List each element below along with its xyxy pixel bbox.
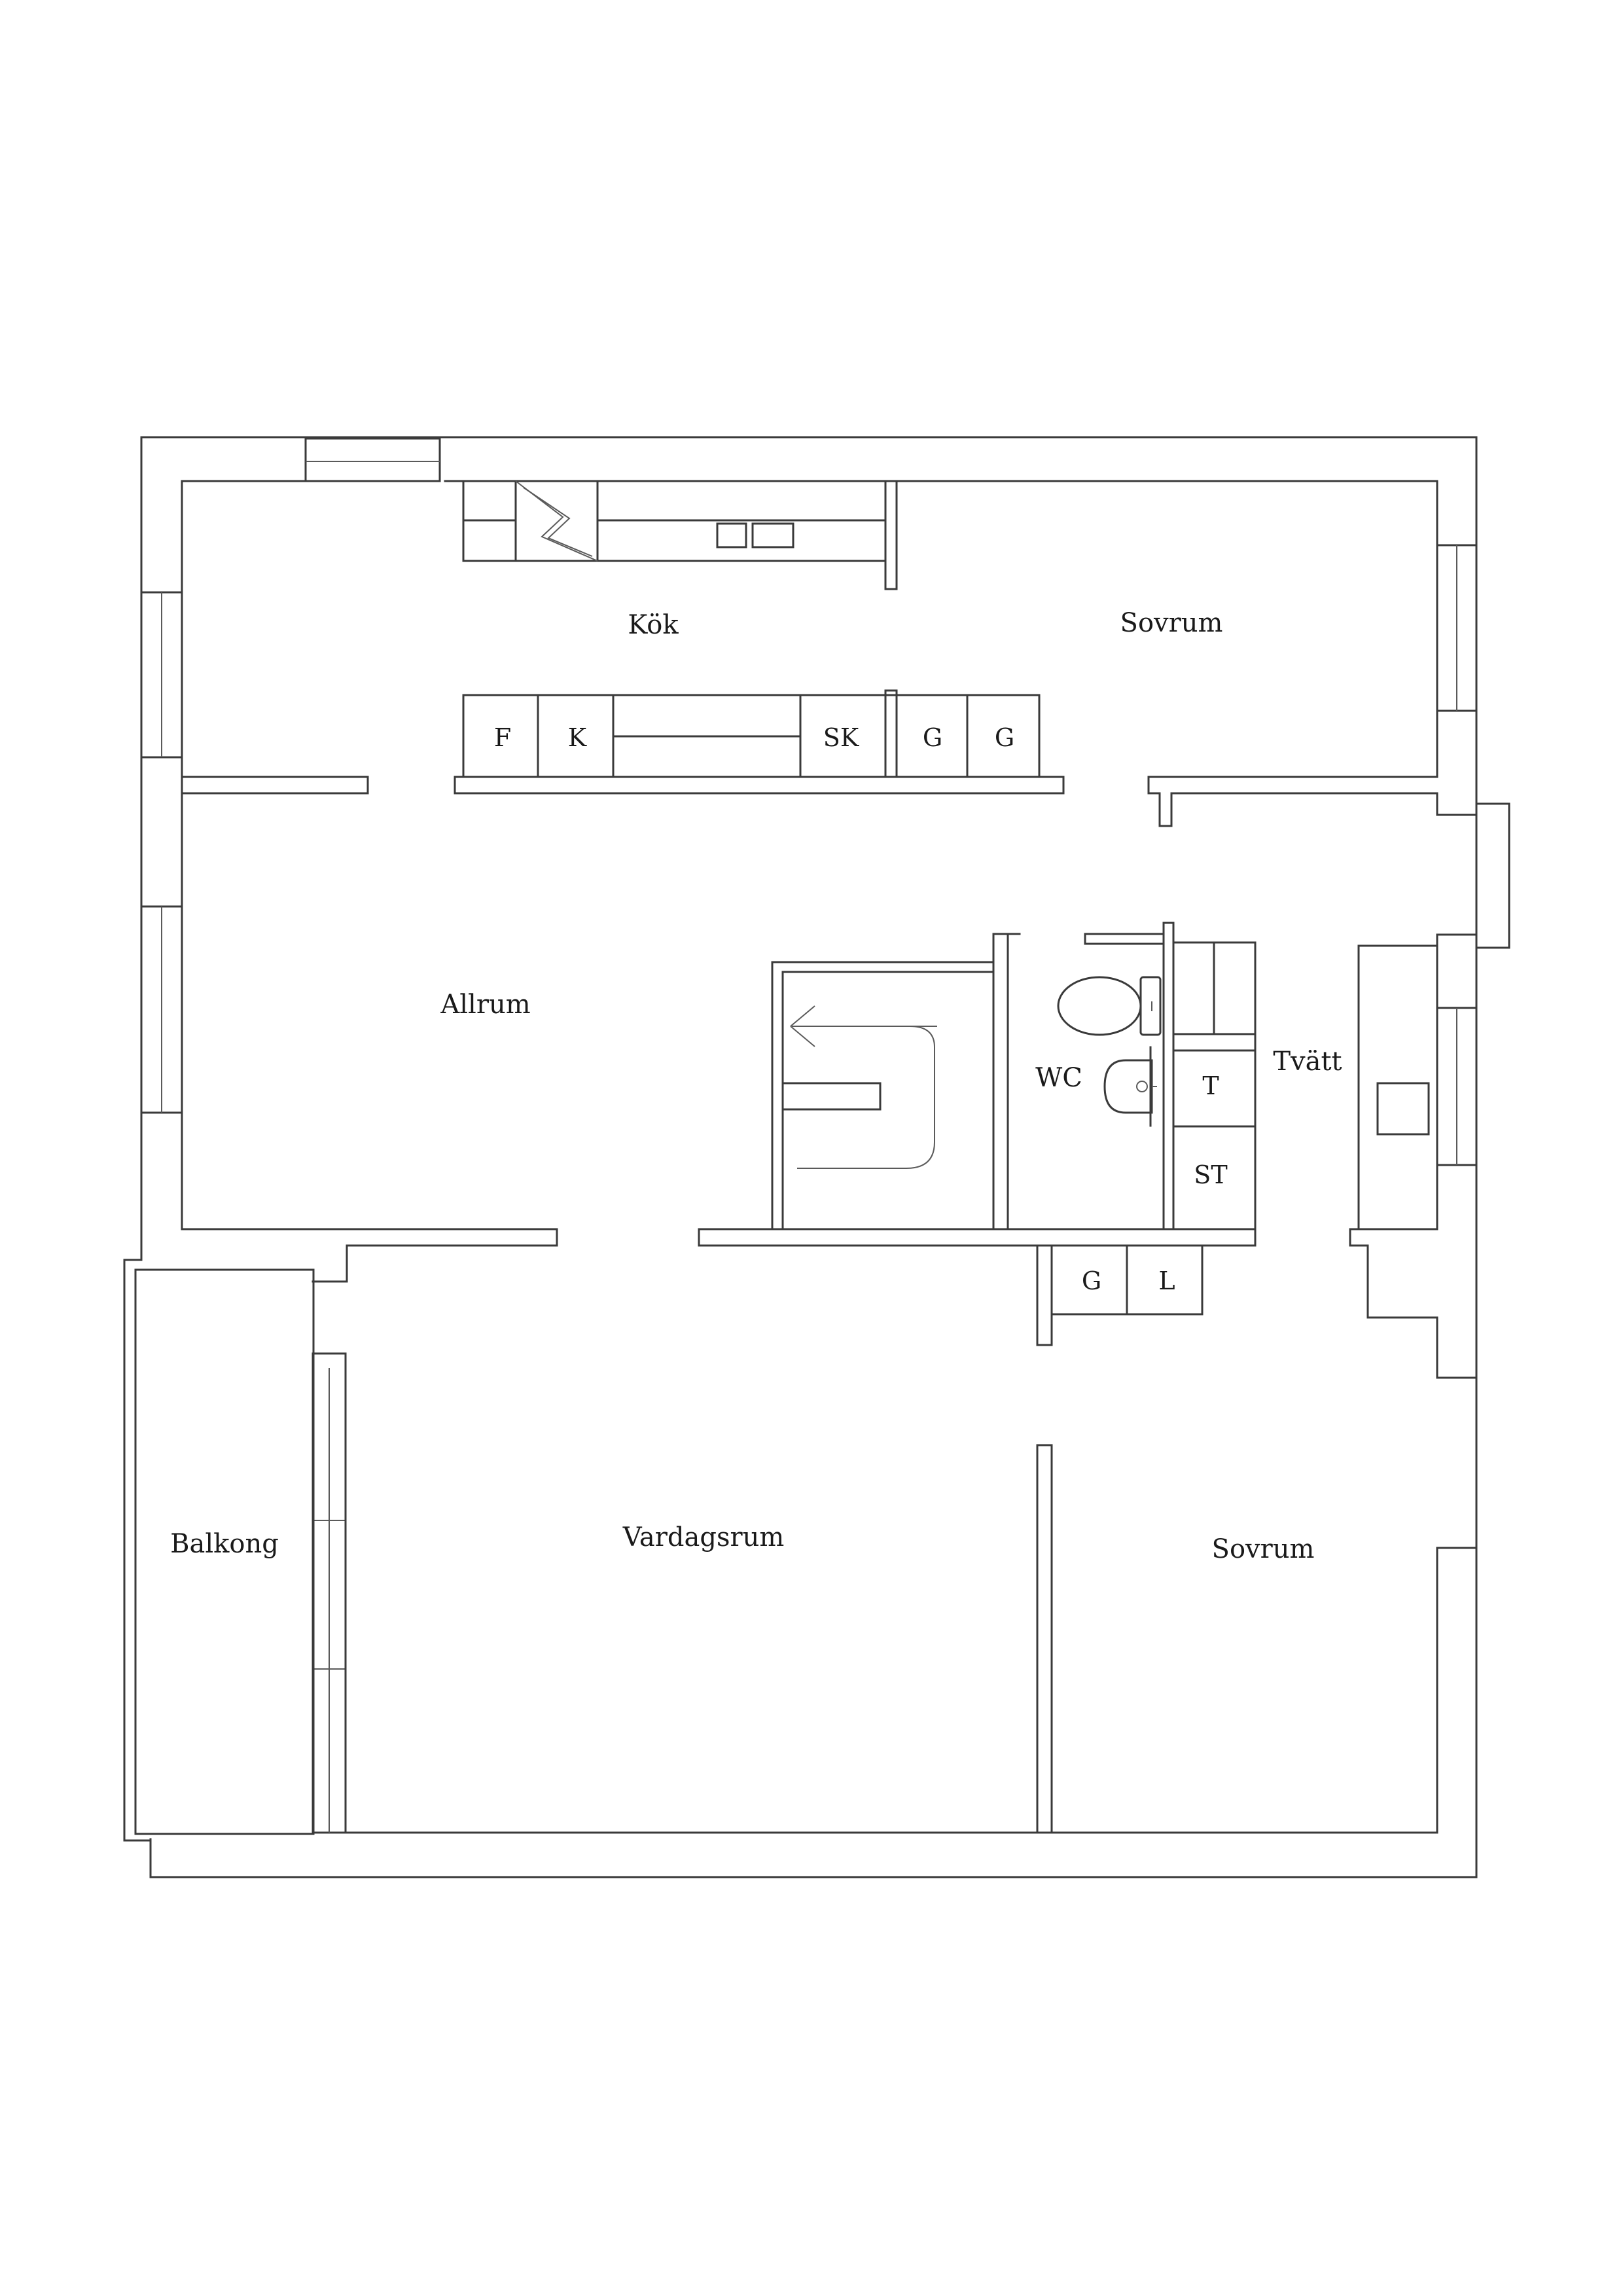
- hall-wardrobes: [1036, 1244, 1204, 1346]
- sink-icon: [1103, 1059, 1157, 1114]
- stove-icon: [514, 480, 599, 562]
- label-bedroom-south: Sovrum: [1212, 1534, 1315, 1564]
- living-walls: [312, 1228, 1478, 1834]
- label-laundry: Tvätt: [1273, 1047, 1342, 1077]
- kitchen-sink-right: [751, 522, 794, 548]
- label-kitchen: Kök: [628, 610, 679, 640]
- label-cabinet-sk: SK: [823, 723, 859, 752]
- label-freezer: K: [568, 723, 587, 752]
- label-family-room: Allrum: [440, 990, 530, 1020]
- label-wardrobe-2: G: [995, 723, 1014, 752]
- label-hall-wardrobe: G: [1082, 1266, 1101, 1295]
- label-wardrobe-1: G: [923, 723, 942, 752]
- wc-laundry-core: [1007, 922, 1257, 1230]
- balcony-slab: [134, 1268, 315, 1835]
- kitchen-wall-stub: [884, 480, 898, 590]
- window-kitchen-top: [304, 437, 441, 482]
- label-wc: WC: [1035, 1063, 1082, 1093]
- fixture-labels: F K SK G G T ST G L: [494, 723, 1228, 1295]
- label-bedroom-north: Sovrum: [1120, 608, 1223, 638]
- laundry-area: [1349, 933, 1478, 1379]
- label-linen-closet: L: [1158, 1266, 1175, 1295]
- laundry-machine: [1376, 1082, 1430, 1136]
- stairwell: [698, 933, 1257, 1247]
- outer-walls: [140, 436, 1478, 1878]
- room-labels: Kök Sovrum Allrum WC Tvätt Balkong Varda…: [170, 608, 1342, 1564]
- label-fridge: F: [494, 723, 511, 752]
- label-living-room: Vardagsrum: [622, 1522, 785, 1552]
- toilet-icon: [1057, 976, 1162, 1036]
- label-drying-cabinet: ST: [1194, 1160, 1227, 1189]
- central-partition: [698, 1228, 1257, 1247]
- bedroom-north-walls: [895, 480, 1478, 827]
- window-east-bay: [1475, 802, 1510, 949]
- kitchen-partition: [454, 776, 1065, 795]
- balcony: [123, 1259, 315, 1842]
- stair-path: [797, 1026, 935, 1169]
- label-balcony: Balkong: [170, 1529, 279, 1559]
- kitchen-area: [181, 480, 1065, 795]
- kitchen-sink-left: [716, 522, 747, 548]
- arrow-left-icon: [790, 1005, 815, 1047]
- label-dryer: T: [1202, 1071, 1219, 1100]
